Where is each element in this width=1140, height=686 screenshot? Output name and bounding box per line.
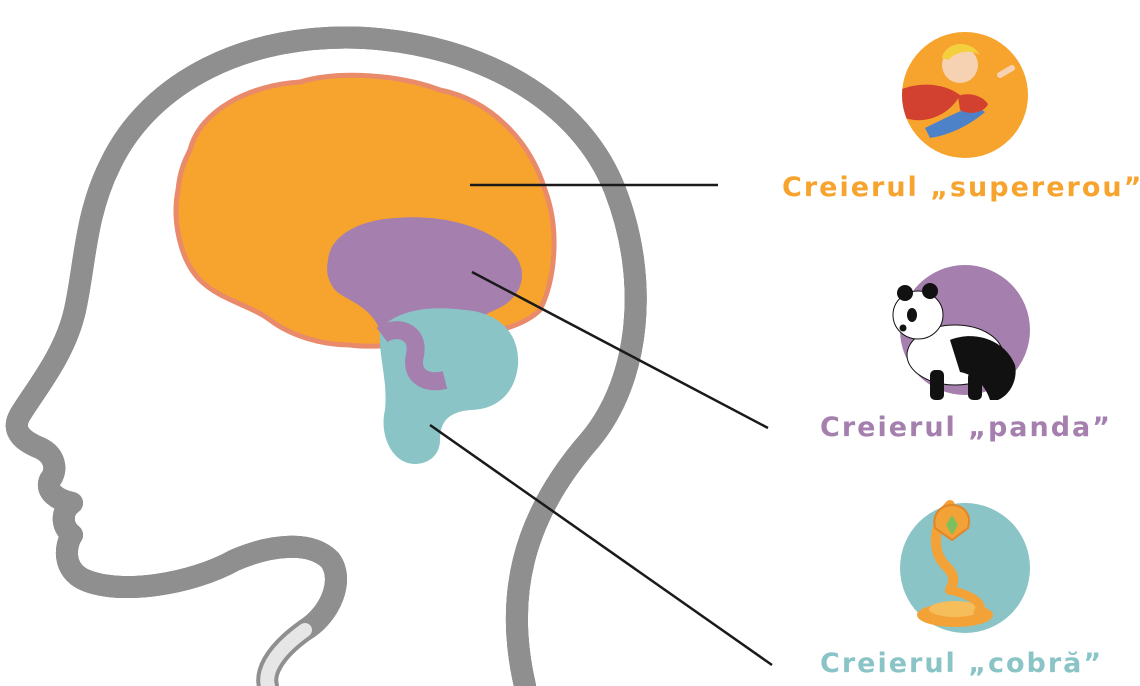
label-superhero-brain: Creierul „supererou”: [782, 172, 1140, 203]
cobra-icon: [900, 503, 1030, 633]
pointer-line-cobra: [430, 425, 772, 665]
superhero-child-icon: [895, 32, 1028, 158]
panda-icon: [893, 265, 1030, 400]
label-cobra-brain: Creierul „cobră”: [820, 648, 1103, 679]
label-panda-brain: Creierul „panda”: [820, 412, 1112, 443]
